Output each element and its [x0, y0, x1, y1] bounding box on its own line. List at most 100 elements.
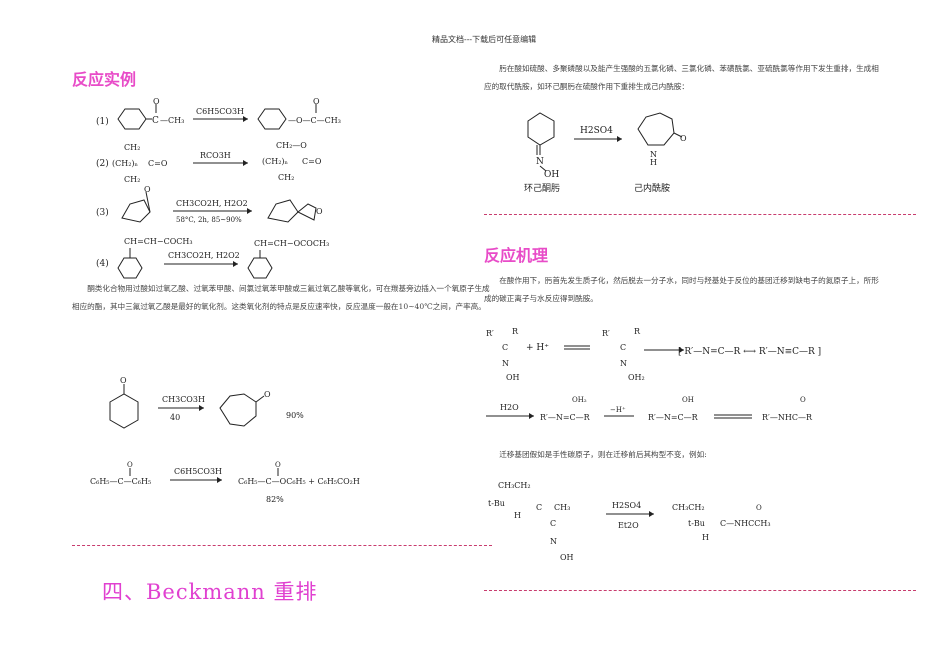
svg-text:t-Bu: t-Bu	[488, 499, 505, 508]
svg-text:N: N	[650, 150, 657, 159]
svg-text:(CH₂)ₙ: (CH₂)ₙ	[112, 159, 139, 168]
svg-text:—CH₃: —CH₃	[160, 116, 184, 125]
svg-text:CH₃: CH₃	[554, 503, 570, 512]
chiral-migration-scheme: CH₃CH₂ t-Bu C H CH₃ C N OH H2SO4 Et2O CH…	[488, 481, 771, 562]
svg-text:CH=CH−COCH₃: CH=CH−COCH₃	[124, 237, 193, 246]
svg-text:[ R′—N=C—R ⟷ R′—N≡C—R ]: [ R′—N=C—R ⟷ R′—N≡C—R ]	[678, 347, 821, 357]
rxn6-reagent: C6H5CO3H	[174, 467, 222, 476]
cyclohexyl-ring-1	[117, 108, 147, 130]
svg-text:R′—NHC—R: R′—NHC—R	[762, 413, 813, 422]
svg-text:O: O	[153, 97, 160, 106]
svg-text:C=O: C=O	[302, 157, 322, 166]
svg-text:H: H	[514, 511, 521, 520]
example-3-conditions: 58°C, 2h, 85~90%	[176, 216, 242, 224]
svg-text:+ H⁺: + H⁺	[526, 343, 549, 353]
caprolactone-ring	[219, 393, 257, 427]
svg-text:R: R	[634, 327, 641, 336]
svg-text:CH=CH−OCOCH₃: CH=CH−OCOCH₃	[254, 239, 329, 248]
svg-text:N: N	[550, 537, 557, 546]
svg-text:O: O	[264, 390, 271, 399]
right-divider-2	[484, 590, 916, 591]
example-4-reagent: CH3CO2H, H2O2	[168, 251, 240, 260]
example-3-number: (3)	[96, 207, 109, 218]
beckmann-title: 四、Beckmann 重排	[102, 580, 318, 604]
svg-text:C=O: C=O	[148, 159, 168, 168]
chiral-reagent-top: H2SO4	[612, 501, 641, 510]
svg-text:O: O	[313, 97, 320, 106]
svg-text:OH: OH	[506, 373, 520, 382]
svg-text:N: N	[502, 359, 509, 368]
oxime-label: 环己酮肟	[524, 183, 560, 194]
rxn5-reagent: CH3CO3H	[162, 395, 205, 404]
rxn6-yield: 82%	[266, 495, 284, 504]
right-paragraph-1: 肟在酸如硫酸、多聚磷酸以及能产生强酸的五氯化磷、三氯化磷、苯磺酰氯、亚硫酰氯等作…	[484, 64, 879, 91]
svg-text:O: O	[144, 185, 151, 194]
right-paragraph-3: 迁移基团假如是手性碳原子，则在迁移前后其构型不变，例如:	[499, 450, 707, 459]
example-2-reagent: RCO3H	[200, 151, 231, 160]
svg-text:N: N	[536, 157, 544, 167]
svg-text:O: O	[680, 134, 687, 143]
svg-text:H: H	[702, 533, 709, 542]
reaction-examples-scheme: (1) C O —CH₃ C6H5CO3H —O—C—CH₃ O (2) CH₂…	[96, 97, 341, 279]
svg-text:C: C	[502, 343, 508, 352]
rxn5-temp: 40	[170, 413, 180, 422]
section-title-examples: 反应实例	[72, 70, 137, 89]
svg-text:OH: OH	[682, 396, 694, 404]
example-3-reagent: CH3CO2H, H2O2	[176, 199, 248, 208]
svg-text:H: H	[650, 158, 657, 167]
example-1-number: (1)	[96, 116, 109, 127]
svg-text:CH₂—O: CH₂—O	[276, 141, 307, 150]
svg-text:R′—N=C—R: R′—N=C—R	[648, 413, 699, 422]
svg-text:(CH₂)ₙ: (CH₂)ₙ	[262, 157, 289, 166]
cyclohexyl-ring-1b	[257, 108, 287, 130]
svg-text:R′: R′	[602, 329, 610, 338]
right-paragraph-2: 在酸作用下，肟首先发生质子化，然后脱去一分子水，同时与羟基处于反位的基团迁移到缺…	[484, 276, 879, 303]
svg-text:C: C	[620, 343, 626, 352]
svg-text:OH₂: OH₂	[572, 396, 587, 404]
svg-text:t-Bu: t-Bu	[688, 519, 705, 528]
svg-text:C: C	[550, 519, 556, 528]
rxn5-yield: 90%	[286, 411, 304, 420]
svg-text:CH₃CH₂: CH₃CH₂	[498, 481, 531, 490]
svg-text:O: O	[316, 207, 323, 216]
svg-text:O: O	[120, 376, 127, 385]
svg-text:OH: OH	[544, 170, 559, 180]
svg-text:C₆H₅—C—C₆H₅: C₆H₅—C—C₆H₅	[90, 477, 151, 486]
svg-text:N: N	[620, 359, 627, 368]
mechanism-scheme: R′ R C N OH + H⁺ R′ R C N OH₂ [ R′—N=C—R…	[486, 327, 821, 422]
svg-text:OH₂: OH₂	[628, 373, 645, 382]
left-paragraph: 酮类化合物用过酸如过氧乙酸、过氧苯甲酸、间氯过氧苯甲酸或三氟过氧乙酸等氧化，可在…	[72, 284, 490, 311]
svg-text:CH₃CH₂: CH₃CH₂	[672, 503, 705, 512]
caprolactam-ring	[637, 112, 675, 146]
svg-text:O: O	[756, 504, 762, 512]
mechanism-water: H2O	[500, 403, 519, 412]
svg-text:—O—C—CH₃: —O—C—CH₃	[288, 116, 341, 125]
caprolactam-label: 己内酰胺	[634, 182, 670, 194]
svg-text:R: R	[512, 327, 519, 336]
svg-text:CH₂: CH₂	[124, 143, 140, 152]
right-divider-1	[484, 214, 916, 215]
svg-text:C: C	[536, 503, 542, 512]
page-header: 精品文档---下载后可任意编辑	[432, 35, 537, 44]
section-title-mechanism: 反应机理	[484, 246, 549, 265]
svg-text:R′—N=C—R: R′—N=C—R	[540, 413, 591, 422]
svg-text:−H⁺: −H⁺	[610, 406, 626, 414]
reaction-scheme-lactone: O CH3CO3H 40 O 90% C₆H₅—C—C₆H₅ O C6H5CO3…	[90, 376, 360, 504]
cyclohexanone-oxime-ring	[527, 112, 555, 146]
svg-text:C—NHCCH₃: C—NHCCH₃	[720, 519, 771, 528]
svg-text:O: O	[800, 396, 806, 404]
svg-text:OH: OH	[560, 553, 574, 562]
svg-text:CH₂: CH₂	[278, 173, 294, 182]
chiral-reagent-bottom: Et2O	[618, 521, 639, 530]
oxime-reagent: H2SO4	[580, 126, 613, 136]
svg-text:R′: R′	[486, 329, 494, 338]
svg-text:C₆H₅—C—OC₆H₅ + C₆H₅CO₂H: C₆H₅—C—OC₆H₅ + C₆H₅CO₂H	[238, 477, 360, 486]
cyclohexanone-ring	[109, 393, 139, 429]
svg-text:O: O	[275, 461, 281, 469]
svg-text:C: C	[152, 116, 159, 126]
oxime-rearrangement-scheme: N OH H2SO4 N H O 环己酮肟 己内酰胺	[524, 112, 687, 194]
svg-text:CH₂: CH₂	[124, 175, 140, 184]
left-divider	[72, 545, 492, 546]
example-1-reagent: C6H5CO3H	[196, 107, 244, 116]
svg-text:O: O	[127, 461, 133, 469]
